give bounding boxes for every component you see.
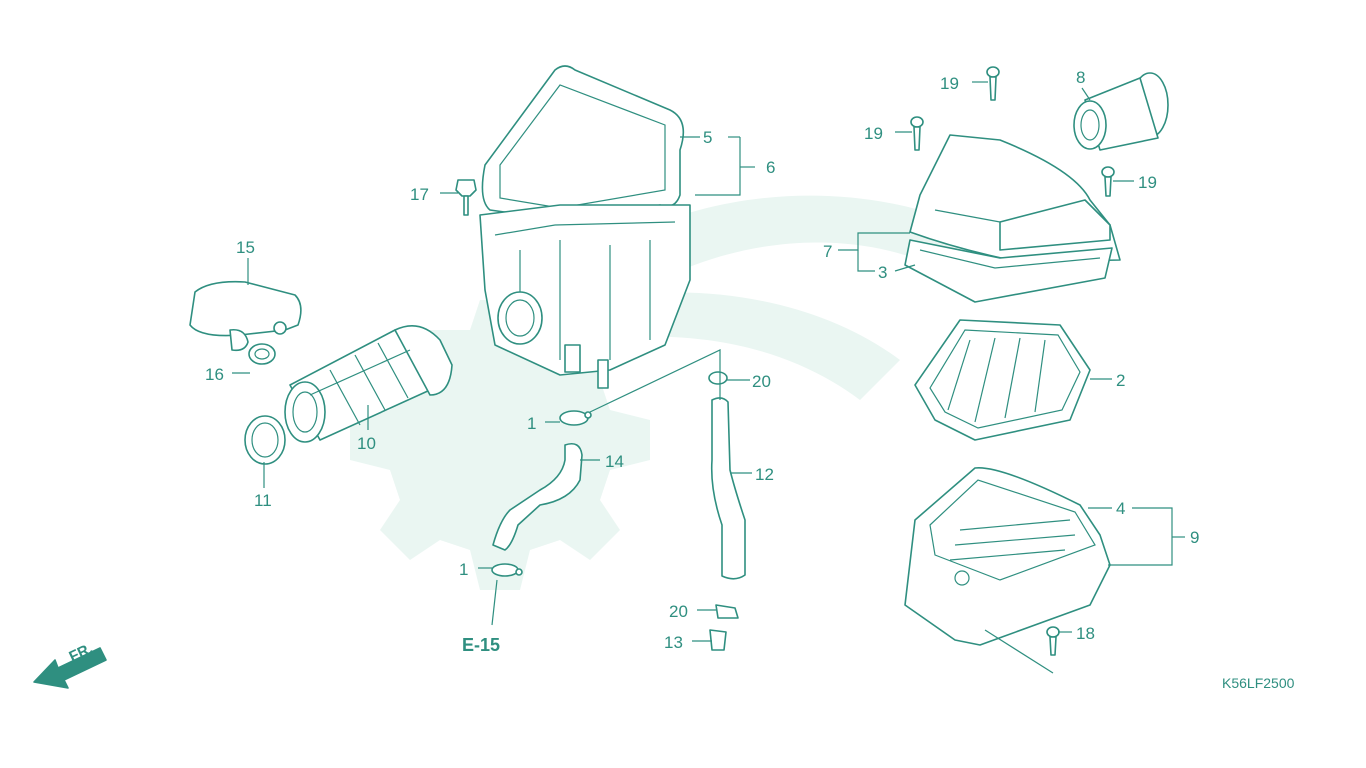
callout-8: 8 — [1076, 68, 1085, 87]
screw-19b-icon — [910, 116, 924, 151]
callout-13: 13 — [664, 633, 683, 652]
leader-lines — [232, 81, 1185, 674]
diagram-code: K56LF2500 — [1222, 675, 1295, 691]
callout-16: 16 — [205, 365, 224, 384]
callout-5: 5 — [703, 128, 712, 147]
callout-20a: 20 — [752, 372, 771, 391]
clip-1a-icon — [559, 410, 592, 426]
breather-tube-12 — [710, 397, 746, 580]
clip-20a-icon — [708, 371, 728, 385]
callout-7: 7 — [823, 242, 832, 261]
screw-19c-icon — [1101, 166, 1115, 197]
callout-18: 18 — [1076, 624, 1095, 643]
callout-9: 9 — [1190, 528, 1199, 547]
callout-10: 10 — [357, 434, 376, 453]
band-11-icon — [244, 415, 286, 465]
callout-2: 2 — [1116, 371, 1125, 390]
plug-13-icon — [709, 629, 727, 651]
callout-14: 14 — [605, 452, 624, 471]
callout-19a: 19 — [940, 74, 959, 93]
air-cleaner-case — [479, 65, 691, 389]
intake-tube-10 — [284, 324, 453, 443]
callout-11: 11 — [254, 491, 272, 510]
callout-12: 12 — [755, 465, 774, 484]
screw-19a-icon — [986, 66, 1000, 101]
reference-link[interactable]: E-15 — [462, 635, 500, 655]
inlet-cover-15 — [189, 280, 302, 352]
callout-1b: 1 — [459, 560, 468, 579]
front-arrow-icon — [33, 647, 107, 689]
callout-20b: 20 — [669, 602, 688, 621]
callout-19b: 19 — [864, 124, 883, 143]
callout-1a: 1 — [527, 414, 536, 433]
clamp-16-icon — [248, 343, 276, 365]
callout-6: 6 — [766, 158, 775, 177]
callout-3: 3 — [878, 263, 887, 282]
drain-tube-14 — [492, 442, 583, 551]
clip-1b-icon — [491, 563, 523, 577]
callout-17: 17 — [410, 185, 429, 204]
upper-housing-7 — [904, 134, 1121, 303]
bolt-17-icon — [455, 179, 477, 216]
callout-15: 15 — [236, 238, 255, 257]
clip-20b-icon — [715, 604, 739, 619]
duct-8 — [1073, 72, 1169, 151]
screw-18-icon — [1046, 626, 1060, 656]
callout-19c: 19 — [1138, 173, 1157, 192]
callout-4: 4 — [1116, 499, 1125, 518]
lower-housing-9 — [904, 467, 1111, 646]
filter-element-2 — [914, 319, 1091, 441]
